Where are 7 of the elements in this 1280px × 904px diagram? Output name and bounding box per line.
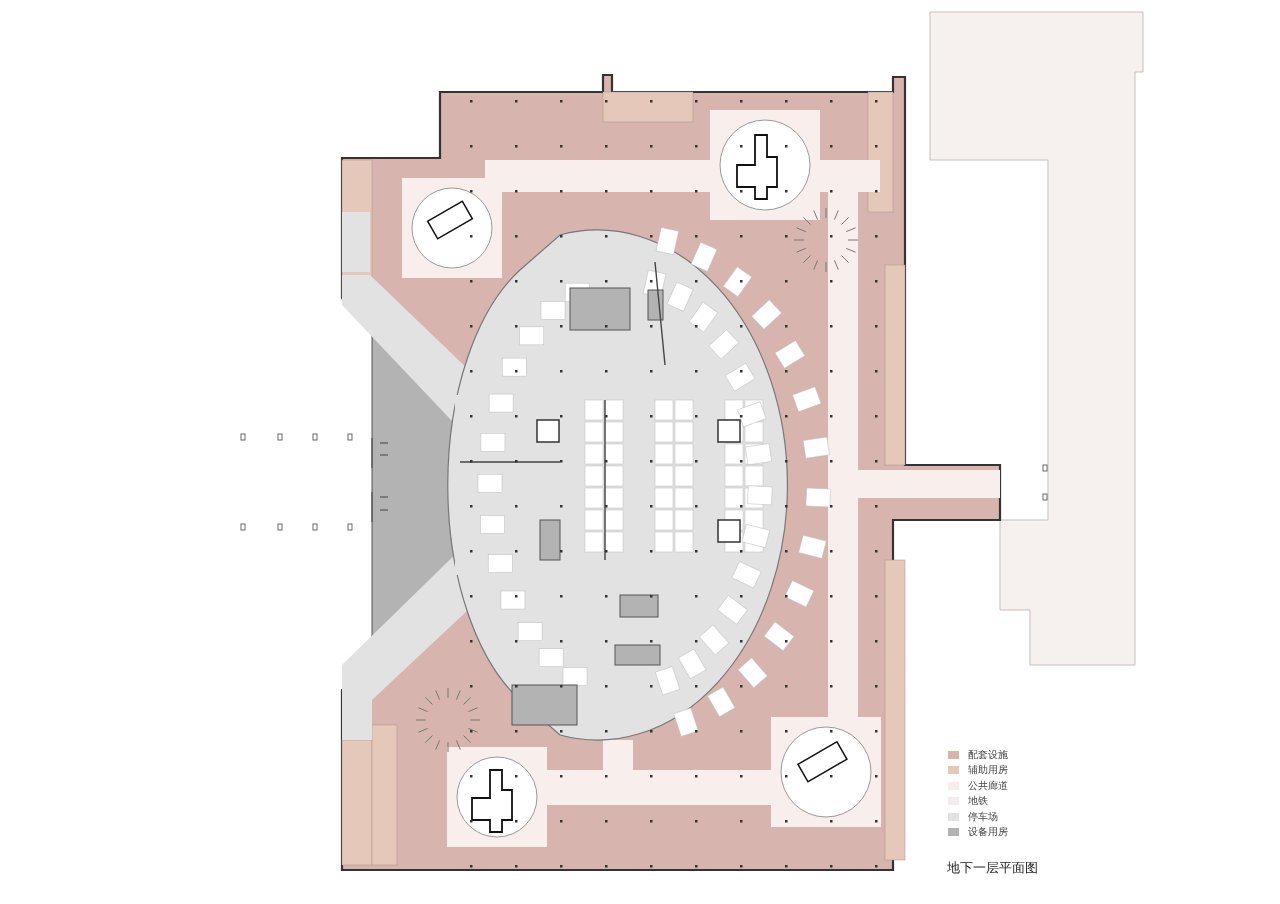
drawing-caption: 地下一层平面图 <box>947 859 1038 877</box>
legend-label: 地铁 <box>968 795 988 808</box>
legend-label: 配套设施 <box>968 748 1008 761</box>
legend-label: 辅助用房 <box>968 764 1008 777</box>
legend-label: 公共廊道 <box>968 779 1008 792</box>
legend-label: 停车场 <box>968 810 998 823</box>
legend-label: 设备用房 <box>968 826 1008 839</box>
